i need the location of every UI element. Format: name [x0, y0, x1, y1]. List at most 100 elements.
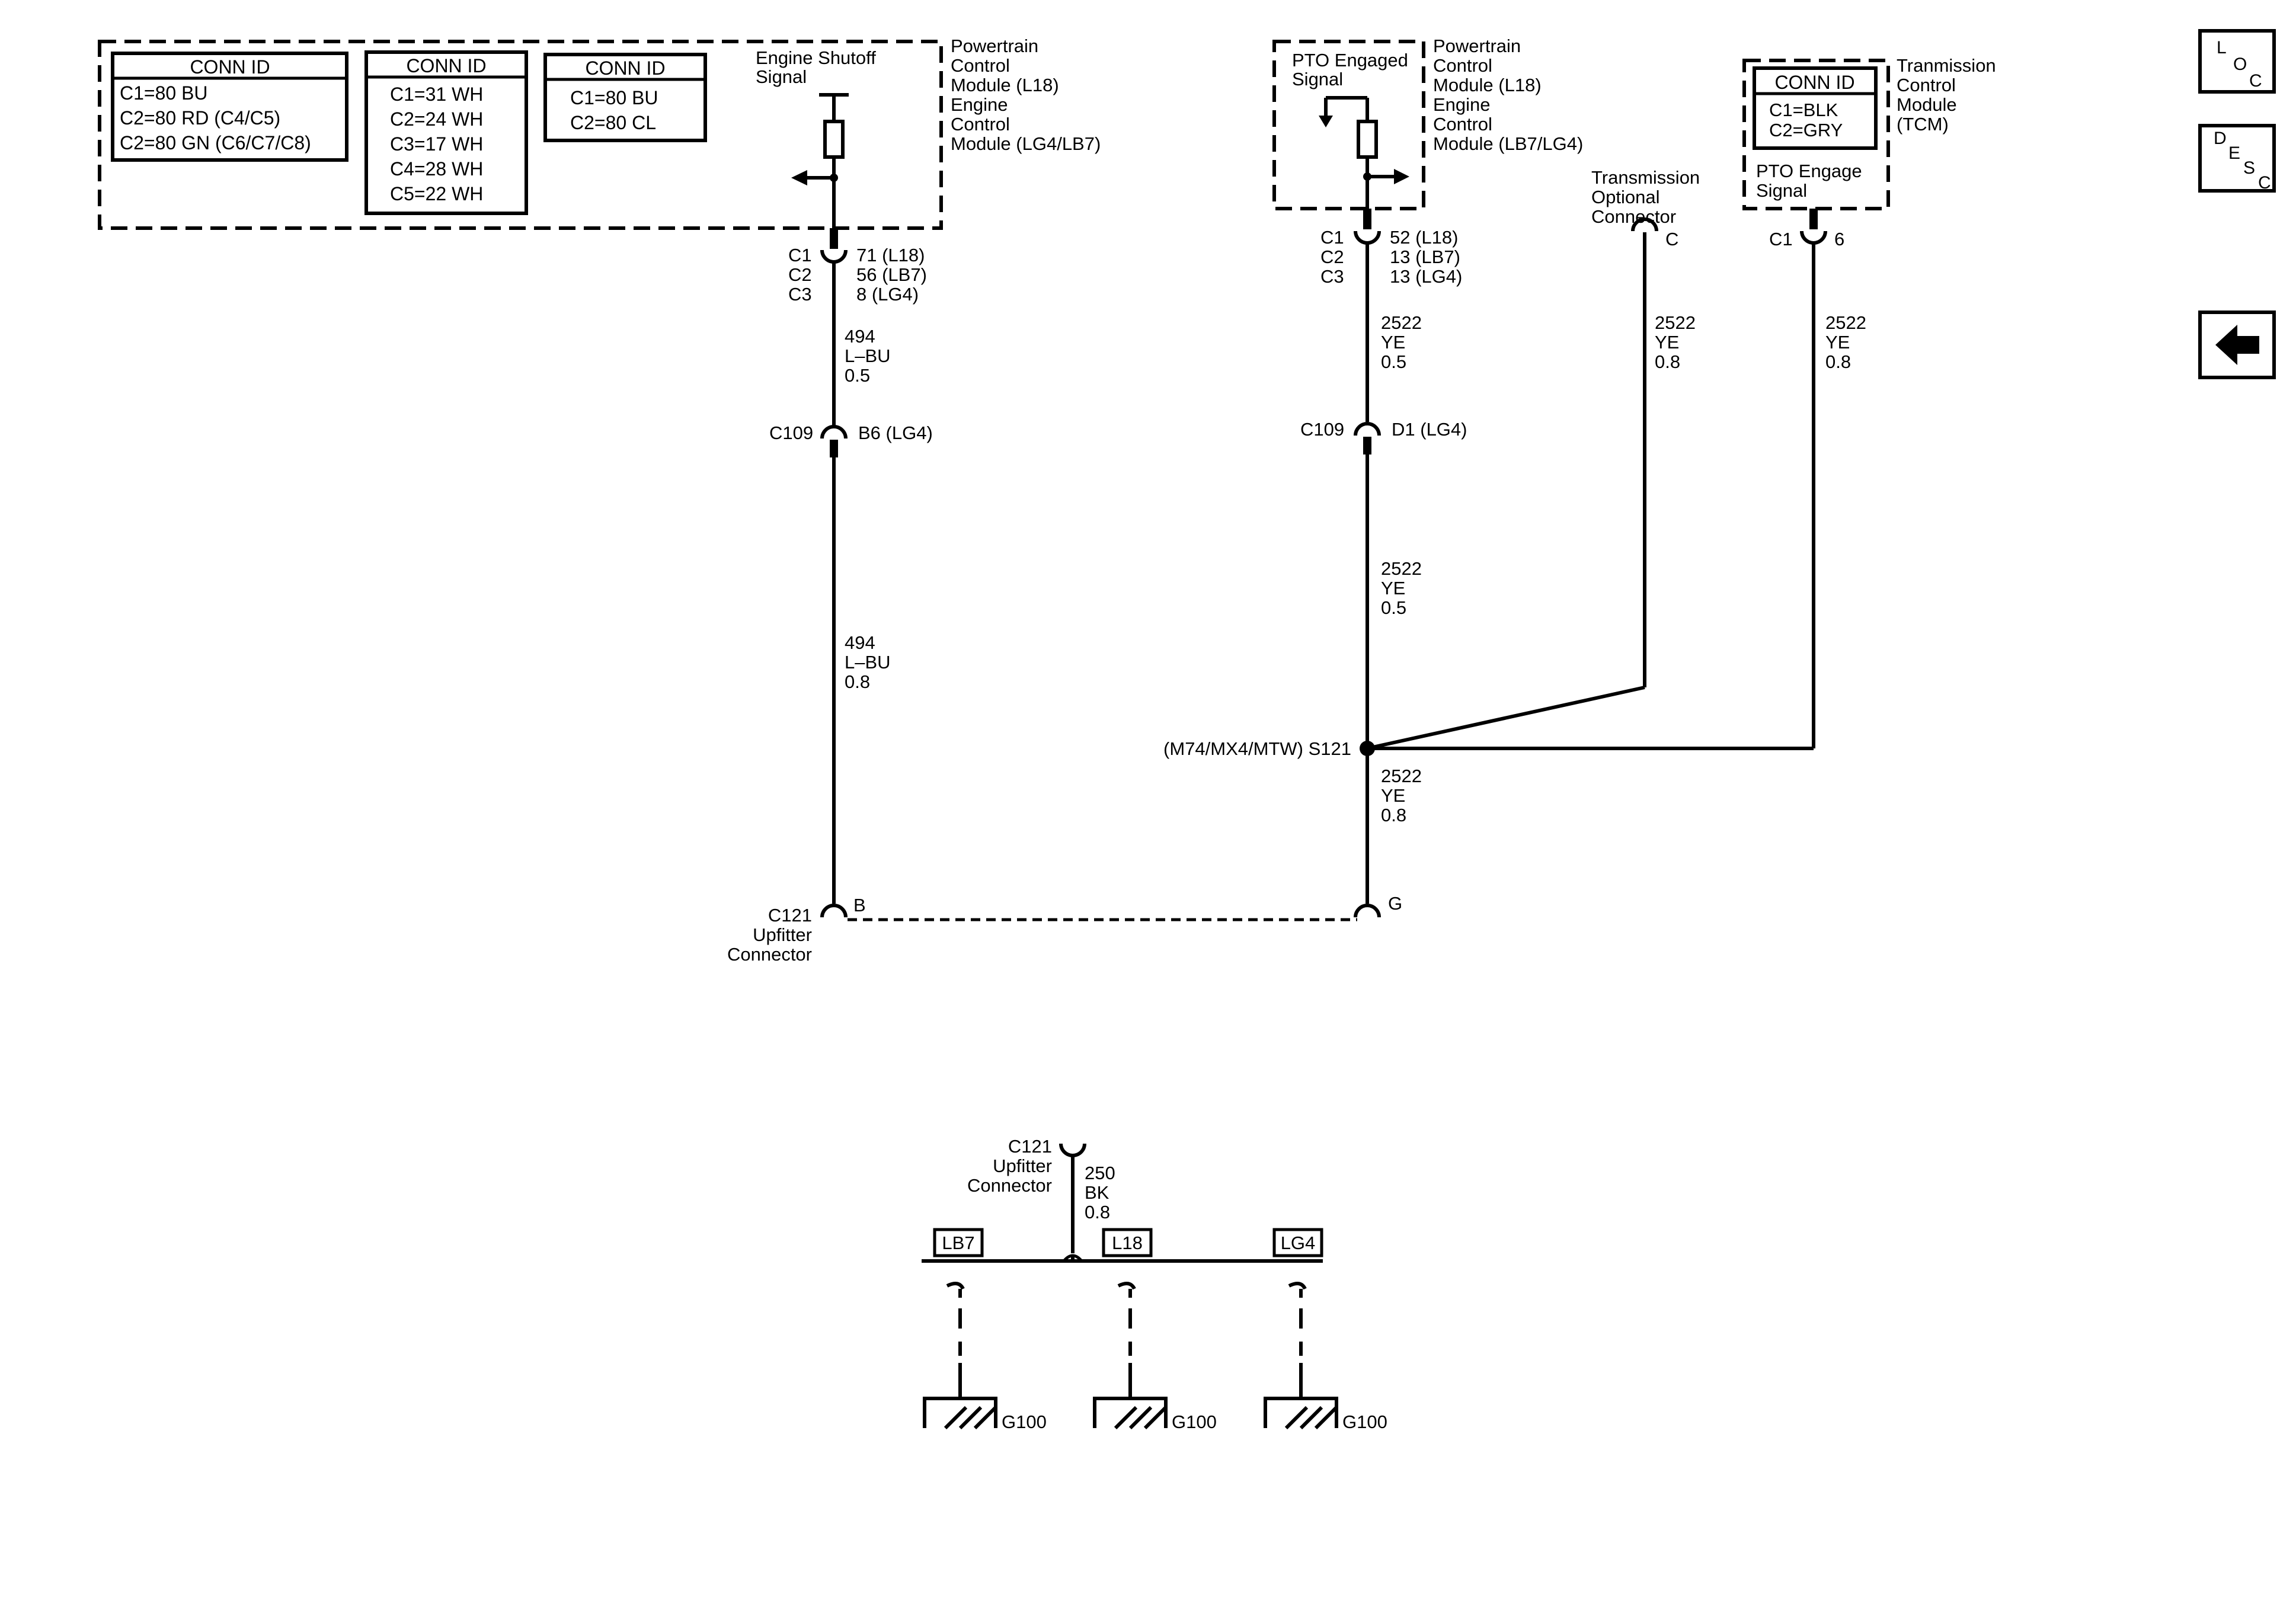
circuit-2522: C1 C2 C3 52 (L18) 13 (LB7) 13 (LG4) 2522…	[1163, 209, 1814, 918]
ground-label-g100: G100	[1342, 1411, 1387, 1432]
conn-id-table-3: CONN ID C1=80 BU C2=80 CL	[543, 53, 707, 142]
conn-id-row: C2=24 WH	[390, 108, 483, 130]
wire-label: 2522	[1381, 312, 1422, 333]
upfitter-label: Connector	[967, 1175, 1052, 1196]
connector-c109-symbol	[1354, 422, 1381, 436]
module-dashed-boundary	[1272, 40, 1425, 210]
svg-text:E: E	[2228, 143, 2240, 163]
pin-label: C	[1665, 229, 1678, 249]
conn-id-label: C1	[1769, 229, 1793, 249]
conn-id-row: C1=80 BU	[120, 82, 208, 104]
pin-label: 6	[1834, 229, 1844, 249]
svg-text:L: L	[2217, 38, 2227, 57]
wire-label: 0.8	[1655, 351, 1680, 372]
wire-label: 2522	[1825, 312, 1866, 333]
tcm-module: CONN ID C1=BLK C2=GRY PTO Engage Signal …	[1742, 55, 1996, 748]
wire-label: 494	[845, 632, 875, 653]
conn-id-header: CONN ID	[1774, 72, 1854, 93]
svg-text:Transmission: Transmission	[1591, 167, 1700, 188]
conn-id-row: C2=80 GN (C6/C7/C8)	[120, 132, 311, 153]
ground-branch-2	[1093, 1282, 1168, 1430]
pto-engaged-signal-label: PTO Engaged	[1292, 50, 1408, 71]
svg-text:LG4: LG4	[1281, 1233, 1316, 1253]
back-button[interactable]	[2198, 311, 2276, 379]
connector-c-symbol	[1631, 217, 1658, 232]
upfitter-pin-label: G	[1388, 893, 1402, 914]
option-box-lb7: LB7	[933, 1228, 984, 1257]
conn-id-label: C2	[788, 264, 812, 285]
pin-label: 56 (LB7)	[856, 264, 927, 285]
c109-pin-label: B6 (LG4)	[858, 422, 933, 443]
conn-id-label: C3	[788, 284, 812, 305]
wire-label: 0.8	[1825, 351, 1851, 372]
ground-label-g100: G100	[1172, 1411, 1217, 1432]
pin-label: 71 (L18)	[856, 245, 925, 265]
pto-engaged-internal-circuit	[1324, 96, 1400, 209]
upfitter-label: C121	[1008, 1136, 1052, 1157]
conn-id-header: CONN ID	[585, 57, 665, 79]
svg-text:L18: L18	[1112, 1233, 1143, 1253]
svg-text:Control: Control	[1433, 114, 1492, 135]
svg-text:Control: Control	[1433, 55, 1492, 76]
connector-c1-symbol	[1800, 231, 1827, 245]
wire-label: 0.8	[1381, 805, 1406, 825]
desc-button[interactable]: D E S C	[2198, 124, 2276, 193]
engine-shutoff-internal-circuit	[800, 93, 849, 228]
upfitter-connector-symbol	[1059, 1143, 1086, 1157]
pto-engage-signal-label: Signal	[1756, 180, 1807, 201]
circuit-494: C1 C2 C3 71 (L18) 56 (LB7) 8 (LG4) 494 L…	[727, 228, 933, 965]
wire-label: YE	[1381, 332, 1405, 353]
svg-text:S: S	[2243, 158, 2255, 178]
splice-label: (M74/MX4/MTW) S121	[1163, 738, 1351, 759]
wire-label: 2522	[1655, 312, 1696, 333]
arrow-left-icon	[2215, 325, 2259, 365]
arrow-down-icon	[1319, 116, 1333, 127]
conn-id-row: C3=17 WH	[390, 133, 483, 155]
upfitter-connector-g-symbol	[1354, 904, 1381, 918]
option-box-lg4: LG4	[1272, 1228, 1323, 1257]
wire-label: L–BU	[845, 345, 891, 366]
wire-label: 2522	[1381, 558, 1422, 579]
upfitter-label: Upfitter	[993, 1156, 1052, 1176]
ground-branch-1	[923, 1282, 997, 1430]
upfitter-pin-label: B	[853, 895, 866, 916]
svg-text:Control: Control	[1897, 75, 1956, 95]
loc-button[interactable]: L O C	[2198, 29, 2276, 94]
module-dashed-boundary	[98, 40, 943, 230]
pto-engage-signal-label: PTO Engage	[1756, 161, 1862, 181]
svg-text:Engine: Engine	[1433, 94, 1491, 115]
conn-id-header: CONN ID	[406, 55, 486, 76]
svg-text:Module (L18): Module (L18)	[951, 75, 1059, 95]
wire-label: BK	[1085, 1182, 1109, 1203]
wire-label: 2522	[1381, 766, 1422, 786]
tcm-conn-id-table: CONN ID C1=BLK C2=GRY	[1753, 66, 1878, 150]
upfitter-connector-b-symbol	[820, 904, 848, 918]
pin-label: 13 (LB7)	[1390, 247, 1460, 267]
svg-text:Powertrain: Powertrain	[1433, 36, 1521, 56]
svg-text:Module: Module	[1897, 94, 1957, 115]
wire-label: 0.5	[845, 365, 870, 386]
conn-id-table-2: CONN ID C1=31 WH C2=24 WH C3=17 WH C4=28…	[364, 50, 528, 215]
conn-id-row: C4=28 WH	[390, 158, 483, 180]
option-box-l18: L18	[1102, 1228, 1153, 1257]
pto-engaged-signal-label: Signal	[1292, 69, 1343, 89]
engine-shutoff-signal-label: Signal	[756, 66, 807, 87]
svg-text:Optional: Optional	[1591, 187, 1659, 207]
c109-label: C109	[1300, 419, 1344, 440]
conn-id-row: C1=31 WH	[390, 84, 483, 105]
pin-label: 8 (LG4)	[856, 284, 919, 305]
connector-c109-symbol	[820, 425, 848, 439]
ground-label-g100: G100	[1002, 1411, 1047, 1432]
conn-id-row: C1=80 BU	[570, 87, 658, 108]
upfitter-label: Connector	[727, 944, 812, 965]
transmission-optional-connector: Transmission Optional Connector C 2522 Y…	[1591, 167, 1700, 687]
wire-label: YE	[1381, 578, 1405, 598]
arrow-left-icon	[791, 170, 807, 185]
pcm-left-name: Powertrain Control Module (L18) Engine C…	[951, 36, 1101, 154]
conn-id-label: C3	[1320, 266, 1344, 287]
conn-id-label: C1	[1320, 227, 1344, 248]
wire-label: 0.5	[1381, 351, 1406, 372]
conn-id-header: CONN ID	[190, 56, 270, 78]
wire-label: 0.5	[1381, 597, 1406, 618]
